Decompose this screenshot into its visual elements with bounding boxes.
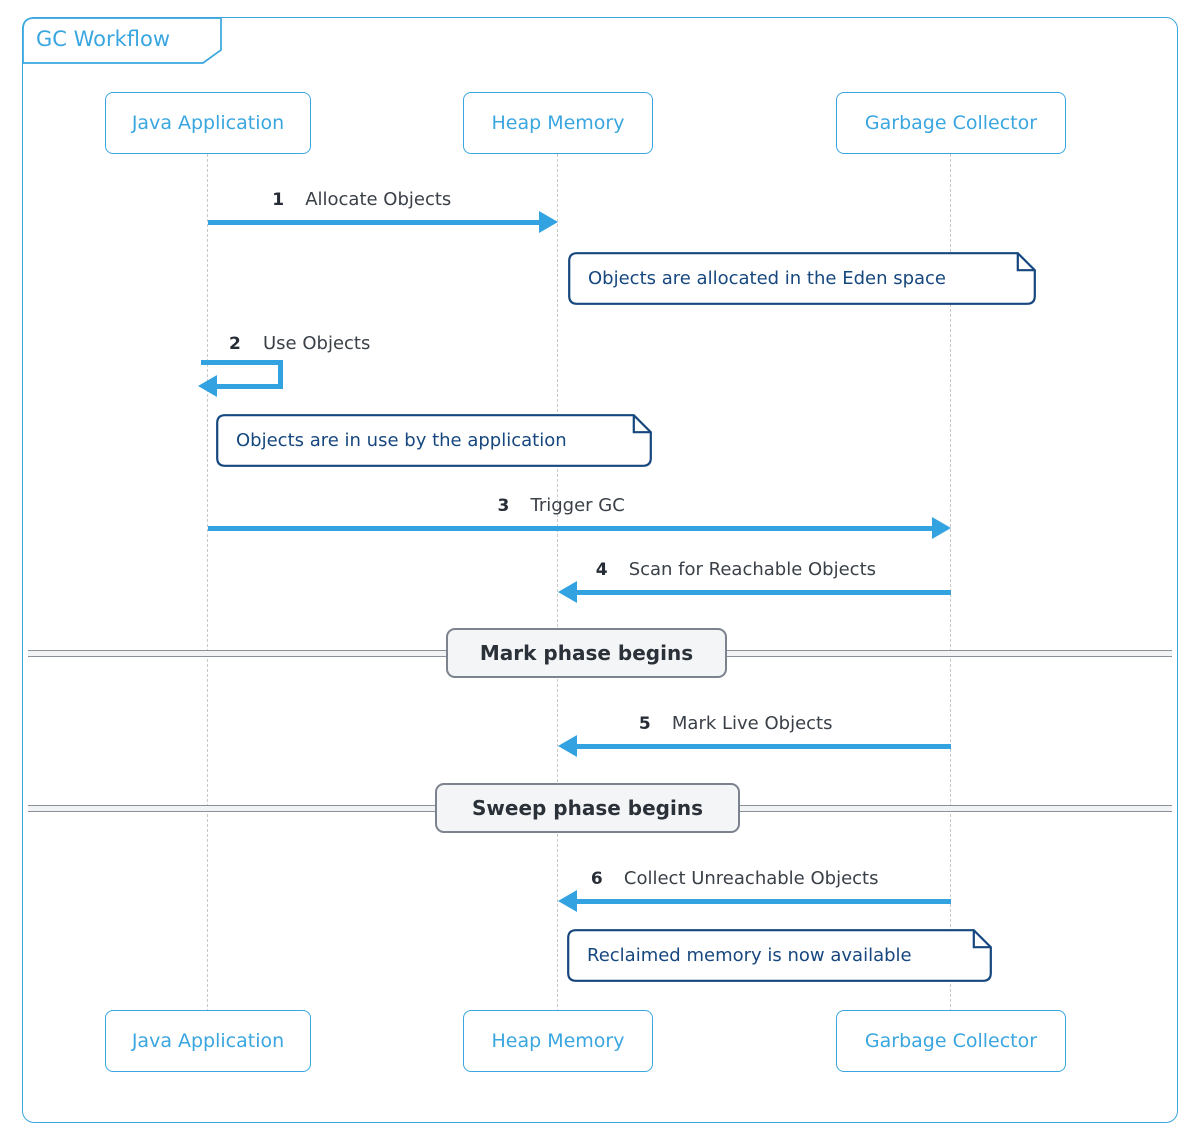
message-number-1: 1 bbox=[272, 190, 285, 210]
message-number-6: 6 bbox=[590, 869, 603, 889]
message-label-1: Allocate Objects bbox=[305, 189, 452, 210]
message-number-5: 5 bbox=[638, 714, 651, 734]
participant-gc-top[interactable]: Garbage Collector bbox=[836, 92, 1066, 154]
message-label-6: Collect Unreachable Objects bbox=[623, 868, 879, 889]
participant-label: Heap Memory bbox=[491, 112, 625, 134]
participant-app-bottom[interactable]: Java Application bbox=[105, 1010, 311, 1072]
message-arrowhead-6 bbox=[558, 890, 577, 912]
divider-line-left bbox=[28, 650, 446, 657]
note-text: Objects are in use by the application bbox=[236, 430, 567, 451]
divider-label: Mark phase begins bbox=[479, 641, 694, 665]
message-arrowhead-3 bbox=[932, 517, 951, 539]
participant-label: Java Application bbox=[131, 112, 285, 134]
participant-label: Garbage Collector bbox=[864, 1030, 1038, 1052]
message-number-3: 3 bbox=[497, 496, 510, 516]
lifeline-heap bbox=[557, 154, 558, 1012]
divider-label-box-1: Mark phase begins bbox=[446, 628, 727, 678]
divider-line-left bbox=[28, 805, 435, 812]
lifeline-gc bbox=[950, 154, 951, 1012]
note-3: Reclaimed memory is now available bbox=[567, 929, 992, 982]
message-number-4: 4 bbox=[595, 560, 608, 580]
participant-heap-bottom[interactable]: Heap Memory bbox=[463, 1010, 653, 1072]
message-line-5 bbox=[574, 744, 951, 749]
self-loop-top bbox=[201, 360, 283, 365]
message-label-5: Mark Live Objects bbox=[671, 713, 833, 734]
lifeline-app bbox=[207, 154, 208, 1012]
self-loop-arrowhead bbox=[198, 375, 217, 397]
diagram-title-tab: GC Workflow bbox=[22, 17, 222, 64]
participant-label: Garbage Collector bbox=[864, 112, 1038, 134]
message-label-4: Scan for Reachable Objects bbox=[628, 559, 877, 580]
message-line-1 bbox=[208, 220, 542, 225]
divider-label-box-2: Sweep phase begins bbox=[435, 783, 740, 833]
note-1: Objects are allocated in the Eden space bbox=[568, 252, 1036, 305]
message-arrowhead-5 bbox=[558, 735, 577, 757]
divider-label: Sweep phase begins bbox=[472, 796, 703, 820]
diagram-title: GC Workflow bbox=[36, 27, 171, 51]
self-loop-right bbox=[278, 360, 283, 389]
message-line-3 bbox=[208, 526, 935, 531]
note-text: Reclaimed memory is now available bbox=[587, 945, 912, 966]
message-line-6 bbox=[574, 899, 951, 904]
participant-gc-bottom[interactable]: Garbage Collector bbox=[836, 1010, 1066, 1072]
participant-heap-top[interactable]: Heap Memory bbox=[463, 92, 653, 154]
participant-label: Java Application bbox=[131, 1030, 285, 1052]
participant-label: Heap Memory bbox=[491, 1030, 625, 1052]
divider-line-right bbox=[727, 650, 1172, 657]
message-line-4 bbox=[574, 590, 951, 595]
message-label-3: Trigger GC bbox=[530, 495, 625, 516]
message-arrowhead-1 bbox=[539, 211, 558, 233]
participant-app-top[interactable]: Java Application bbox=[105, 92, 311, 154]
divider-line-right bbox=[740, 805, 1172, 812]
note-text: Objects are allocated in the Eden space bbox=[588, 268, 947, 289]
message-arrowhead-4 bbox=[558, 581, 577, 603]
message-label-2: Use Objects bbox=[263, 333, 371, 354]
self-loop-bottom bbox=[216, 384, 283, 389]
note-2: Objects are in use by the application bbox=[216, 414, 652, 467]
message-number-2: 2 bbox=[229, 334, 241, 354]
